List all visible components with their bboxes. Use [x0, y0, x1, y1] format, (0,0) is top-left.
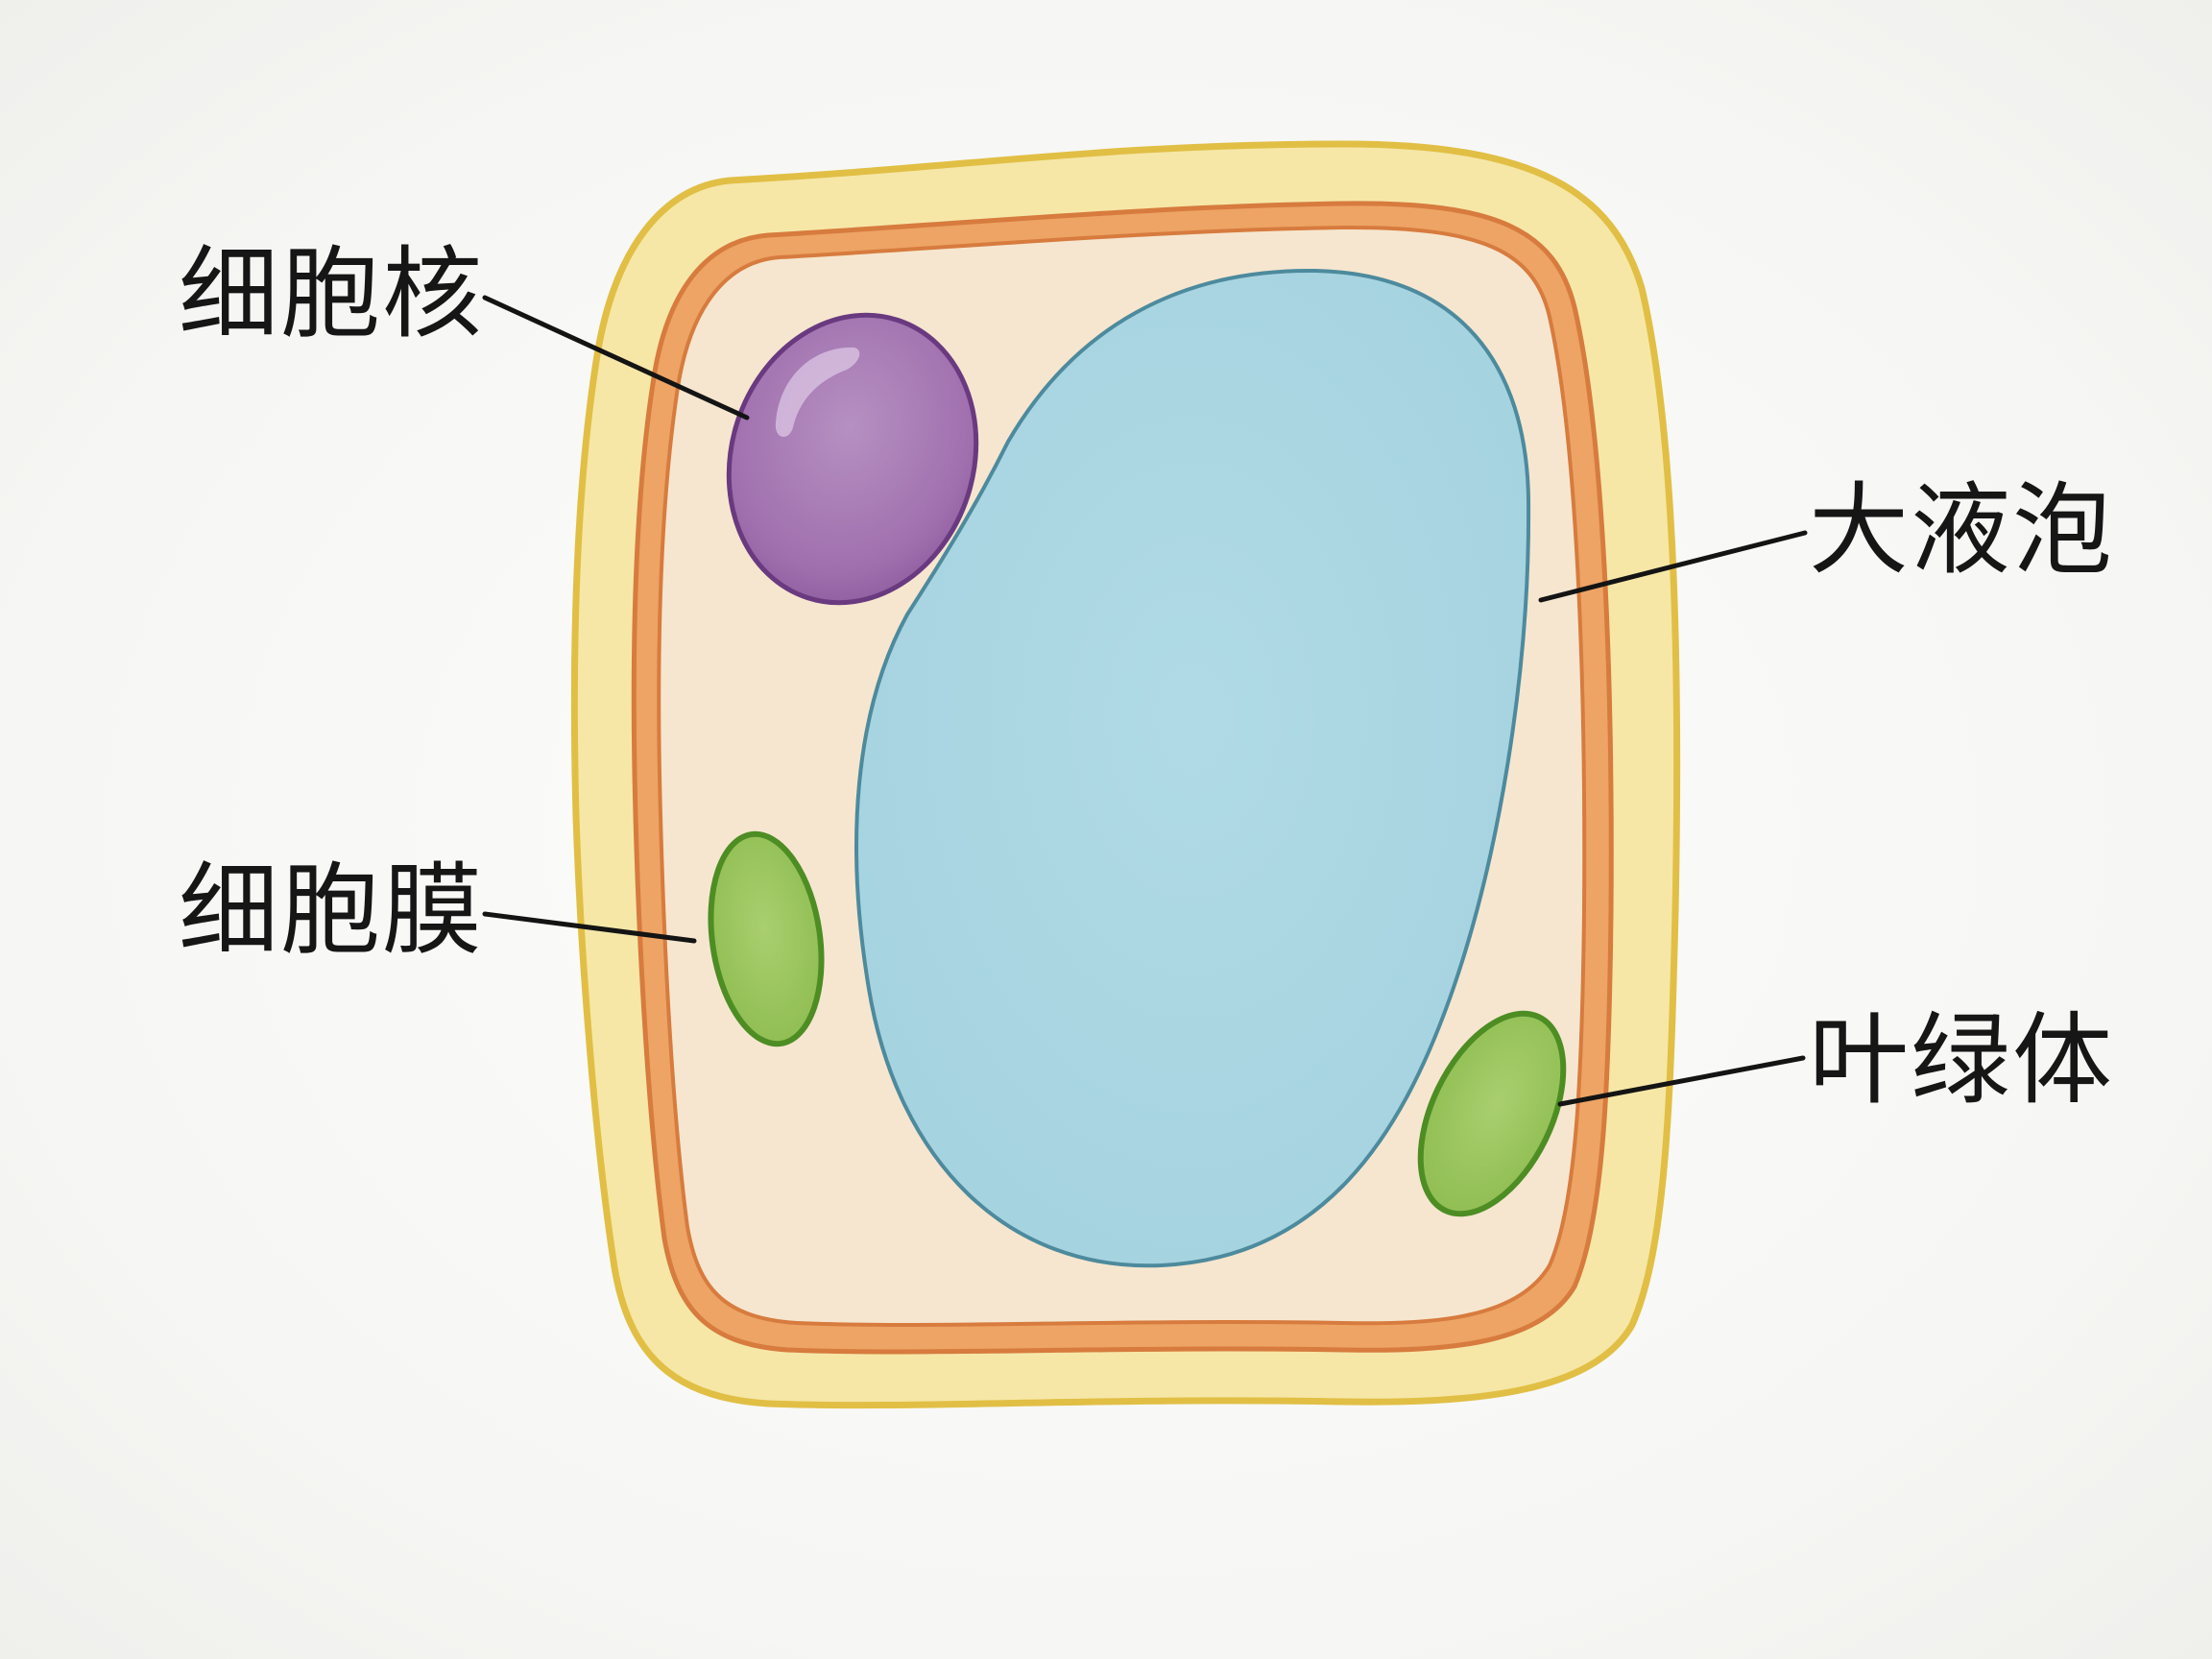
- label-nucleus: 细胞核: [179, 235, 485, 352]
- leader-line-membrane: [482, 911, 697, 944]
- leader-line-nucleus: [482, 295, 750, 421]
- leader-line-chloroplast: [1557, 1055, 1806, 1107]
- nucleus-highlight: [775, 347, 860, 438]
- large-vacuole: [854, 268, 1531, 1268]
- label-vacuole: 大液泡: [1809, 471, 2115, 589]
- label-chloroplast: 叶绿体: [1809, 1001, 2115, 1118]
- label-cell-membrane: 细胞膜: [179, 852, 485, 969]
- nucleus: [726, 312, 979, 606]
- chloroplast-right: [1417, 1010, 1567, 1217]
- leader-line-vacuole: [1538, 530, 1808, 603]
- chloroplast-left: [708, 830, 825, 1047]
